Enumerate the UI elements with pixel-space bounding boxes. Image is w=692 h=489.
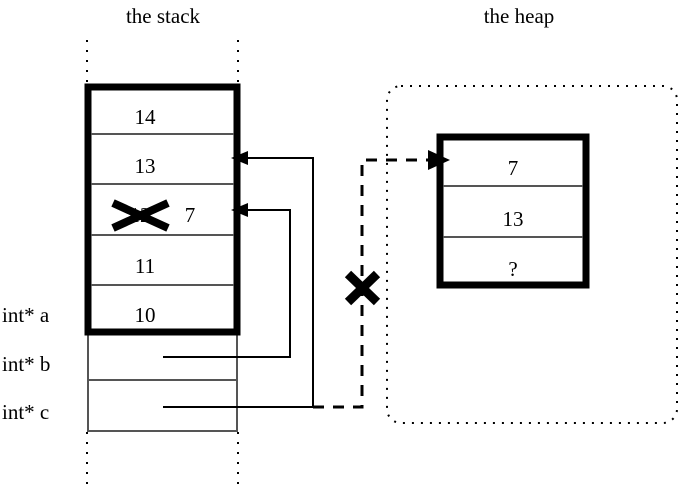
stack-cell-value-7-replacement: 7 bbox=[185, 203, 196, 227]
stack-cell-c bbox=[87, 379, 238, 432]
stack-cell-value-14: 14 bbox=[135, 105, 157, 129]
heap-block-border bbox=[436, 133, 590, 289]
stack-cell-value-11: 11 bbox=[135, 254, 155, 278]
stack-cell-value-10: 10 bbox=[135, 303, 156, 327]
broken-pointer-to-heap bbox=[313, 150, 450, 409]
pointer-b-path bbox=[163, 209, 291, 358]
heap-cell-value-unknown: ? bbox=[508, 257, 517, 281]
variable-label-b: int* b bbox=[2, 352, 50, 376]
pointer-b-arrowhead bbox=[231, 203, 248, 217]
broken-pointer-path bbox=[313, 158, 428, 409]
heap-region-boundary bbox=[386, 85, 678, 424]
broken-pointer-arrowhead bbox=[428, 150, 450, 170]
heap-title: the heap bbox=[484, 4, 555, 28]
pointer-c-arrowhead bbox=[231, 151, 248, 165]
stack-title: the stack bbox=[126, 4, 201, 28]
broken-link-x-icon bbox=[344, 270, 381, 306]
pointer-arrow-b bbox=[163, 203, 291, 358]
strikeout-stroke-b bbox=[111, 199, 170, 232]
heap-block bbox=[436, 133, 590, 289]
broken-link-stroke-b bbox=[344, 270, 381, 306]
heap-cell-value-7: 7 bbox=[508, 156, 519, 180]
variable-label-c: int* c bbox=[2, 400, 49, 424]
strikeout-x-icon bbox=[111, 199, 170, 232]
variable-label-a: int* a bbox=[2, 303, 50, 327]
stack-pointer-cells bbox=[87, 333, 238, 432]
pointer-arrow-c bbox=[163, 151, 314, 408]
pointer-c-path bbox=[163, 157, 314, 408]
stack-cell-value-13: 13 bbox=[135, 154, 156, 178]
heap-cell-value-13: 13 bbox=[503, 207, 524, 231]
